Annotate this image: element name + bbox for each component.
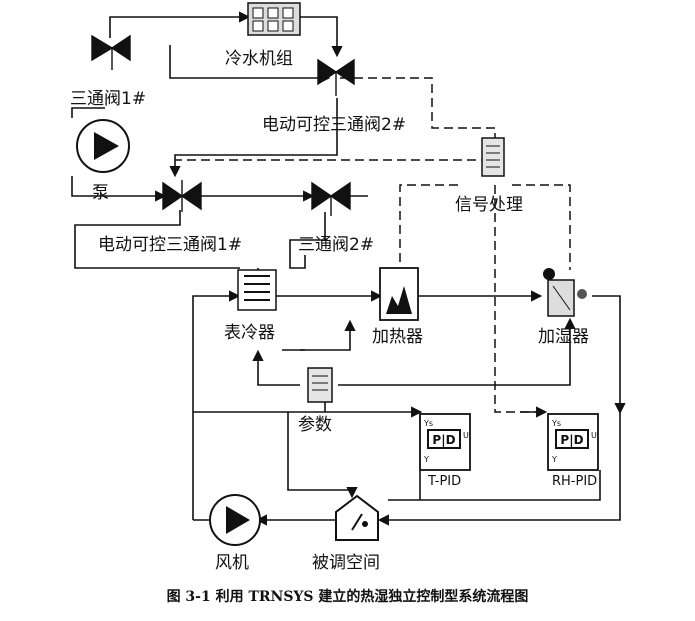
heater-label: 加热器 (372, 327, 423, 347)
pipe-pump-loop (71, 176, 167, 202)
signal-to-humidifier (512, 184, 571, 270)
valve-3way-2-icon (311, 181, 351, 216)
signal-mvalve2-branch (431, 98, 496, 138)
fan-label: 风机 (215, 553, 249, 573)
t-pid-label: T-PID (428, 474, 462, 489)
pipe-mvalve2-down (169, 98, 338, 178)
param-to-coil (252, 349, 300, 386)
rh-pid-inner-text: P|D (560, 433, 583, 447)
air-humidifier-down (592, 295, 626, 415)
valve-3way-1-label: 三通阀1# (70, 89, 147, 109)
air-outlet-to-space (377, 412, 621, 526)
figure-caption: 图 3-1 利用 TRNSYS 建立的热湿独立控制型系统流程图 (166, 589, 529, 605)
pump-icon (76, 119, 130, 173)
air-fan-up (192, 290, 241, 520)
parameters-icon (307, 367, 333, 403)
valve-3way-1-icon (91, 34, 131, 70)
surface-cooler-label: 表冷器 (224, 323, 275, 343)
rh-pid-ys: Ys (551, 419, 561, 428)
space-feedback (287, 412, 358, 499)
motor-valve-1-icon (162, 180, 202, 212)
pipe-mvalve1-loop (74, 210, 240, 269)
humidifier-label: 加湿器 (538, 327, 589, 347)
pipe-chiller-to-mvalve2 (300, 16, 343, 58)
rh-pid-label: RH-PID (552, 474, 598, 489)
chiller-icon (247, 2, 301, 36)
rh-pid-u: U (591, 431, 597, 440)
parameters-label: 参数 (298, 415, 332, 435)
conditioned-space-icon (335, 494, 379, 541)
pipe-chiller-return (169, 45, 331, 84)
rh-pid-y: Y (551, 455, 557, 464)
param-to-heater (300, 319, 356, 351)
pipe-valve2-to-coil (289, 212, 326, 269)
t-pid-u: U (463, 431, 469, 440)
heater-icon (379, 267, 419, 321)
t-pid-y: Y (423, 455, 429, 464)
pipe-valve1-to-pump (71, 107, 105, 118)
pump-label: 泵 (92, 183, 109, 203)
rh-pid-controller-icon: P|D Ys Y U (547, 413, 599, 471)
t-pid-ys: Ys (423, 419, 433, 428)
surface-cooler-icon (237, 269, 277, 311)
t-pid-inner-text: P|D (432, 433, 455, 447)
t-pid-controller-icon: P|D Ys Y U (419, 413, 471, 471)
signal-from-pid (494, 185, 540, 413)
motor-valve-2-label: 电动可控三通阀2# (262, 115, 407, 135)
fan-icon (209, 494, 261, 546)
motor-valve-1-label: 电动可控三通阀1# (98, 235, 243, 255)
valve-3way-2-label: 三通阀2# (298, 235, 375, 255)
signal-to-heater (399, 184, 458, 268)
conditioned-space-label: 被调空间 (312, 553, 380, 573)
pipe-valve1-to-chiller (109, 11, 251, 38)
param-to-humidifier (338, 317, 576, 386)
signal-processing-label: 信号处理 (455, 195, 523, 215)
motor-valve-2-icon (317, 58, 355, 96)
chiller-label: 冷水机组 (225, 49, 293, 69)
signal-processing-icon (481, 137, 505, 177)
signal-to-mvalve2 (340, 77, 433, 98)
space-to-pid (388, 470, 601, 501)
humidifier-icon (543, 268, 587, 317)
